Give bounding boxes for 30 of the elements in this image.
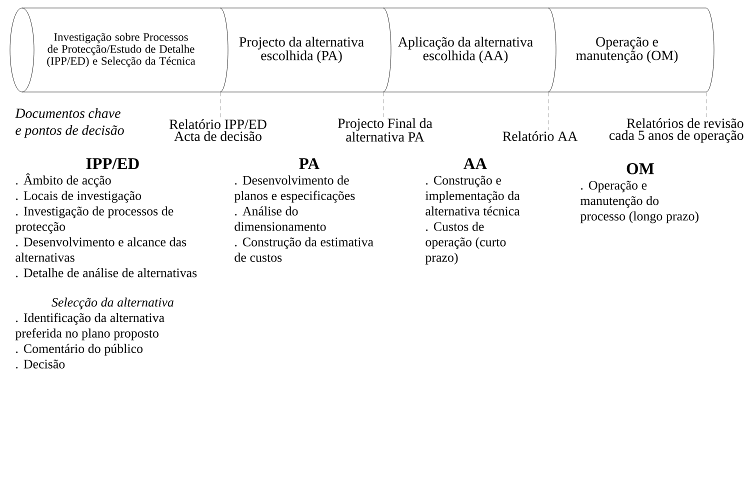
cylinder-segment: Projecto da alternativa escolhida (PA) <box>220 8 392 92</box>
cylinder-segment: Aplicação da alternativa escolhida (AA) <box>382 8 556 92</box>
column-heading: AA <box>464 158 487 170</box>
column-heading: IPP/ED <box>86 158 139 170</box>
list-item: . Detalhe de análise de alternativas <box>16 268 197 278</box>
list-item: . Análise do dimensionamento <box>234 206 326 231</box>
node-label: Investigação sobre Processos de Protecção/Estudo de Detalhe (IPP/ED) e Selecção da Técnica <box>47 32 196 68</box>
list-item: . Comentário do público <box>16 344 143 356</box>
list-item: . Custos de operação (curto prazo) <box>425 222 506 264</box>
list-item: . Operação e manutenção do processo (longo prazo) <box>580 180 698 224</box>
list-item: . Desenvolvimento de planos e especificações <box>234 176 355 203</box>
dashed-line <box>383 92 384 118</box>
list-item: . Âmbito de acção <box>16 173 111 188</box>
list-item: . Locais de investigação <box>16 190 142 203</box>
cylinder-segment: Investigação sobre Processos de Protecção/Estudo de Detalhe (IPP/ED) e Selecção da Técnica <box>10 8 228 92</box>
list-item: . Identificação da alternativa preferida no plano proposto <box>15 312 164 340</box>
list-item: . Construção e implementação da alternativa técnica <box>425 176 520 216</box>
document-label: Relatórios de revisão cada 5 anos de operação <box>609 118 744 143</box>
document-label: Relatório AA <box>502 131 578 142</box>
column-heading: PA <box>299 158 320 170</box>
list-item: . Decisão <box>16 360 65 368</box>
list-item: . Construção da estimativa de custos <box>234 237 374 262</box>
document-label: Projecto Final da alternativa PA <box>338 118 432 142</box>
list-item: . Desenvolvimento e alcance das alternativas <box>16 237 186 262</box>
cylinder-segment: Operação e manutenção (OM) <box>548 8 714 92</box>
column-heading: OM <box>626 163 654 174</box>
list-item: . Investigação de processos de protecção <box>15 206 174 234</box>
italic-note: Documentos chave e pontos de decisão <box>15 108 124 138</box>
document-label: Relatório IPP/ED Acta de decisão <box>170 119 266 141</box>
subheading: Selecção da alternativa <box>52 298 174 310</box>
